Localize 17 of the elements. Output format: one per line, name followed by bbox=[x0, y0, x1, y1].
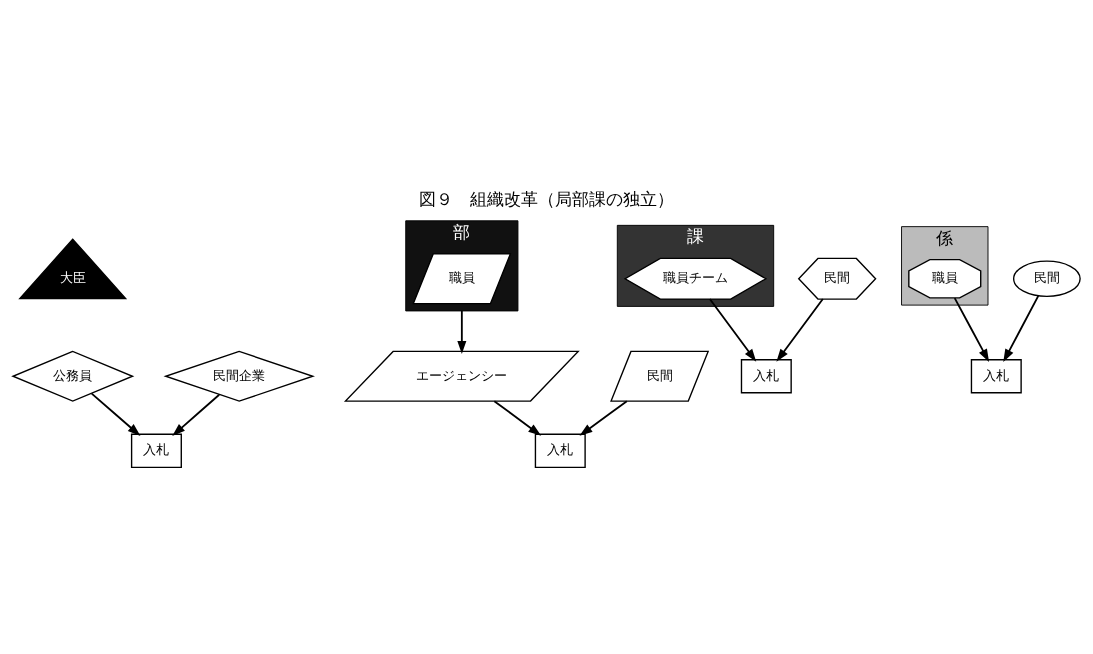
arrow bbox=[579, 399, 628, 436]
node-box: 入札 bbox=[534, 433, 586, 468]
arrow bbox=[493, 399, 542, 436]
node-box: 入札 bbox=[130, 433, 182, 468]
node-diamond: 公務員 bbox=[11, 350, 135, 402]
arrow bbox=[90, 392, 141, 436]
arrow bbox=[776, 297, 824, 362]
arrow bbox=[457, 309, 467, 354]
arrow bbox=[172, 393, 221, 436]
arrow bbox=[1003, 294, 1040, 362]
node-box: 入札 bbox=[740, 358, 792, 393]
arrow bbox=[953, 296, 990, 362]
arrow bbox=[708, 297, 757, 362]
node-diamond: 民間企業 bbox=[163, 350, 315, 402]
diagram-title: 図９ 組織改革（局部課の独立） bbox=[419, 189, 674, 209]
node-ellipse: 民間 bbox=[1012, 259, 1081, 297]
node-box: 入札 bbox=[970, 358, 1022, 393]
